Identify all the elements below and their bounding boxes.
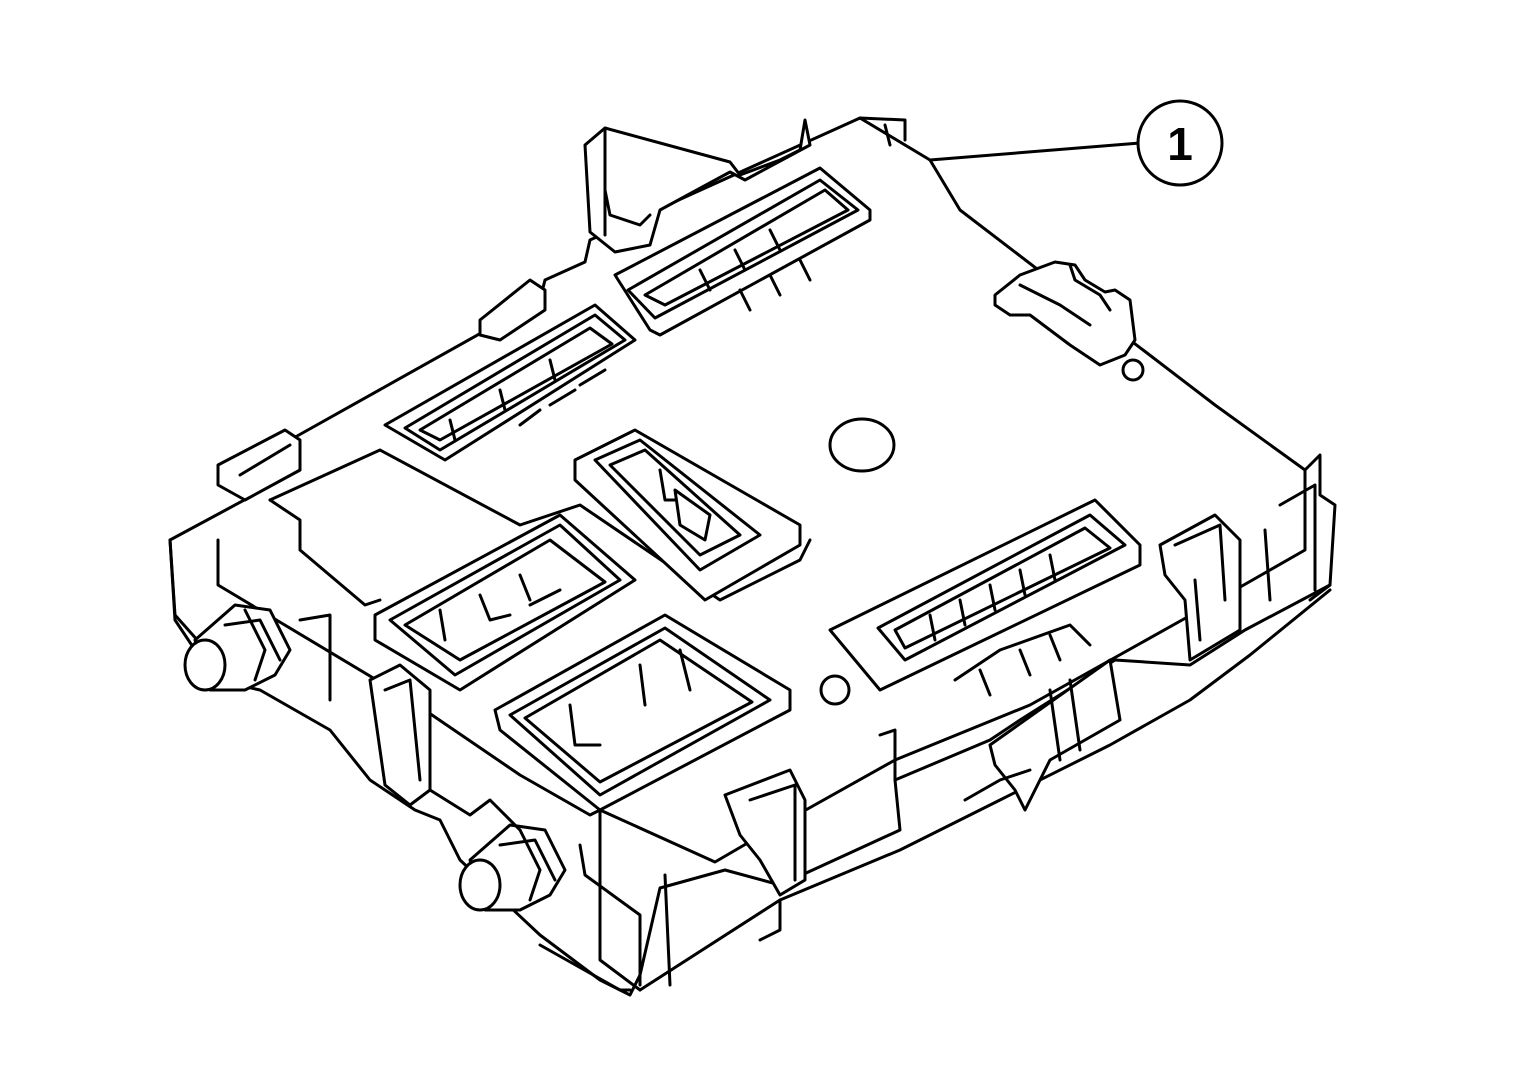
skirt-details bbox=[298, 483, 1317, 987]
right-clip-upper bbox=[993, 260, 1145, 382]
stud-lower bbox=[458, 823, 567, 912]
left-clip-upper bbox=[216, 278, 547, 502]
small-boss bbox=[819, 674, 851, 706]
callout-1: 1 bbox=[928, 99, 1224, 187]
connector-center bbox=[573, 428, 802, 602]
round-boss bbox=[828, 417, 896, 473]
connector-lower-left bbox=[373, 513, 637, 692]
latch-right bbox=[1158, 513, 1242, 662]
connector-lower-mid bbox=[493, 613, 792, 812]
connector-top-right bbox=[613, 166, 872, 337]
callout-1-label: 1 bbox=[1167, 118, 1193, 170]
connector-top-left bbox=[383, 303, 637, 462]
callout-1-circle bbox=[1136, 99, 1224, 187]
connector-right bbox=[828, 498, 1142, 697]
top-bracket bbox=[583, 116, 907, 254]
stud-upper bbox=[183, 603, 292, 692]
latch-bottom-center bbox=[723, 768, 807, 897]
left-pad bbox=[268, 448, 812, 602]
